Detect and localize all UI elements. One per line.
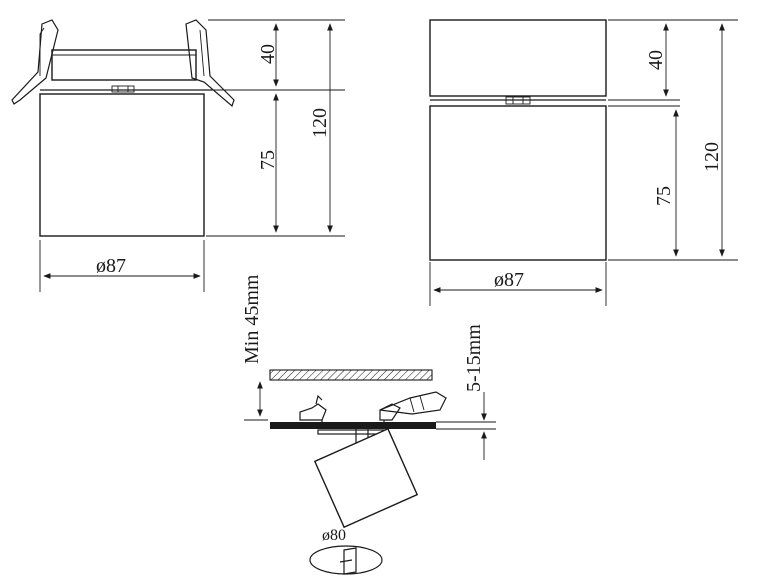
right-dim-75: 75 xyxy=(653,186,675,206)
right-dim-diameter: ø87 xyxy=(494,269,524,291)
left-view: 40 75 120 ø87 xyxy=(11,19,345,292)
min-depth-label: Min 45mm xyxy=(241,274,263,364)
ceiling-panel xyxy=(270,422,436,429)
right-view: 40 75 120 ø87 xyxy=(429,19,738,306)
right-dim-40: 40 xyxy=(645,50,667,70)
left-dim-120: 120 xyxy=(309,108,331,138)
right-upper-housing xyxy=(429,19,607,97)
spring-clip-arm xyxy=(379,391,447,415)
ceiling-thickness-label: 5-15mm xyxy=(463,324,485,392)
tilted-cylinder xyxy=(313,427,419,529)
left-dim-diameter: ø87 xyxy=(96,255,126,277)
left-spring-clip xyxy=(11,19,59,105)
installation-view: Min 45mm 5-15mm ø80 xyxy=(241,274,496,575)
left-dim-40: 40 xyxy=(257,44,279,64)
right-dim-120: 120 xyxy=(701,142,723,172)
left-cylinder-body xyxy=(39,93,205,237)
cutout-diameter-label: ø80 xyxy=(322,527,346,544)
right-cylinder-body xyxy=(429,105,607,261)
upper-ceiling-slab xyxy=(269,369,433,381)
right-spring-clip xyxy=(185,19,235,108)
left-upper-housing xyxy=(51,49,197,81)
left-dim-75: 75 xyxy=(257,150,279,170)
